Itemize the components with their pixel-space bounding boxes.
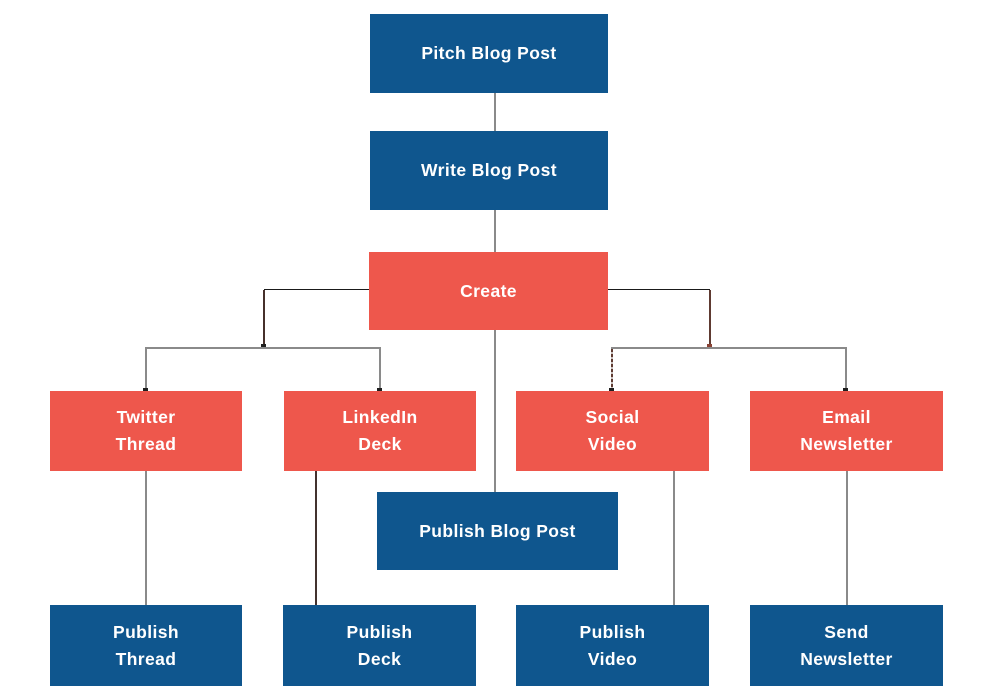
node-social-video: Social Video [516, 391, 709, 471]
edge-branch-to-linkedin [379, 349, 381, 391]
edge-branch-to-twitter [145, 349, 147, 391]
edge-create-right-vertical [709, 290, 711, 346]
junction-dot-linkedin [377, 388, 382, 393]
edge-create-left-horizontal [264, 289, 369, 290]
edge-create-right-horizontal [608, 289, 710, 290]
junction-dot-social [609, 388, 614, 393]
edge-linkedin-to-publish-deck [315, 471, 317, 605]
node-write-blog-post: Write Blog Post [370, 131, 608, 210]
node-linkedin-deck: LinkedIn Deck [284, 391, 476, 471]
edge-branch-to-social [611, 349, 613, 391]
node-send-newsletter: Send Newsletter [750, 605, 943, 686]
edge-write-to-create [494, 210, 496, 252]
edge-left-branch-bar [145, 347, 381, 349]
edge-branch-to-email [845, 349, 847, 391]
node-pitch-blog-post: Pitch Blog Post [370, 14, 608, 93]
edge-social-to-publish-video [673, 471, 675, 605]
edge-pitch-to-write [494, 93, 496, 131]
edge-twitter-to-publish-thread [145, 471, 147, 605]
junction-dot-right [707, 344, 712, 349]
node-publish-thread: Publish Thread [50, 605, 242, 686]
junction-dot-email [843, 388, 848, 393]
node-publish-deck: Publish Deck [283, 605, 476, 686]
node-create: Create [369, 252, 608, 330]
junction-dot-left [261, 344, 266, 349]
node-publish-video: Publish Video [516, 605, 709, 686]
edge-email-to-send-newsletter [846, 471, 848, 605]
edge-create-to-publish-post [494, 330, 496, 492]
edge-create-left-vertical [263, 290, 265, 346]
junction-dot-twitter [143, 388, 148, 393]
edge-right-branch-bar [611, 347, 847, 349]
node-publish-blog-post: Publish Blog Post [377, 492, 618, 570]
node-twitter-thread: Twitter Thread [50, 391, 242, 471]
node-email-newsletter: Email Newsletter [750, 391, 943, 471]
